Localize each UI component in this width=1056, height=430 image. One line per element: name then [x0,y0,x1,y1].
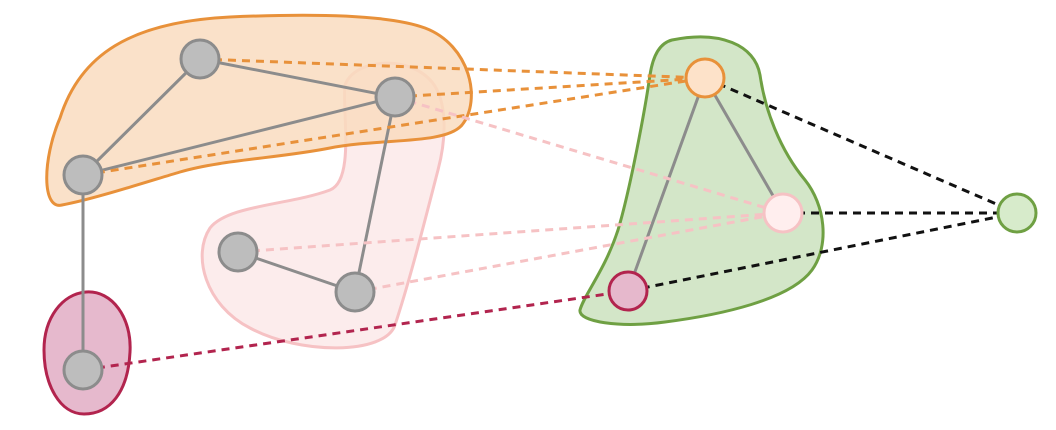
fine-edge-a-c [82,95,396,177]
fine-node-f [62,349,104,391]
coarse-node-Q [762,192,804,234]
fine-graph-edges [81,57,397,370]
mapping-edge-a-P [82,76,706,177]
coarse-graph-edges [626,77,785,292]
coarse-node-P [684,57,726,99]
mapping-edge-b-P [199,57,706,80]
regions [42,13,825,416]
fine-node-d [217,231,259,273]
mapping-edge-c-Q [394,95,784,215]
coarse-edge-P-Q [703,77,785,214]
mapping-edge-R-T [627,211,1018,293]
coarse-edge-P-R [626,77,707,292]
fine-node-c [374,76,416,118]
coarse-node-R [607,270,649,312]
mapping-edges [82,57,1018,372]
fine-edge-c-e [353,96,397,293]
coarse-graph-nodes [607,57,804,312]
fine-node-b [179,38,221,80]
fine-edge-d-e [237,250,356,294]
fine-graph-nodes [62,38,416,391]
mapping-edge-c-P [394,76,706,99]
fine-edge-a-b [81,57,202,177]
fine-node-e [334,271,376,313]
mapping-edge-P-T [704,76,1018,215]
fine-node-a [62,154,104,196]
mapping-edge-f-R [82,289,629,372]
top-level-node-group [996,192,1038,234]
top-node-T [996,192,1038,234]
mapping-edge-e-Q [354,211,784,294]
fine-edge-b-c [199,57,396,99]
mapping-edge-d-Q [237,211,784,254]
